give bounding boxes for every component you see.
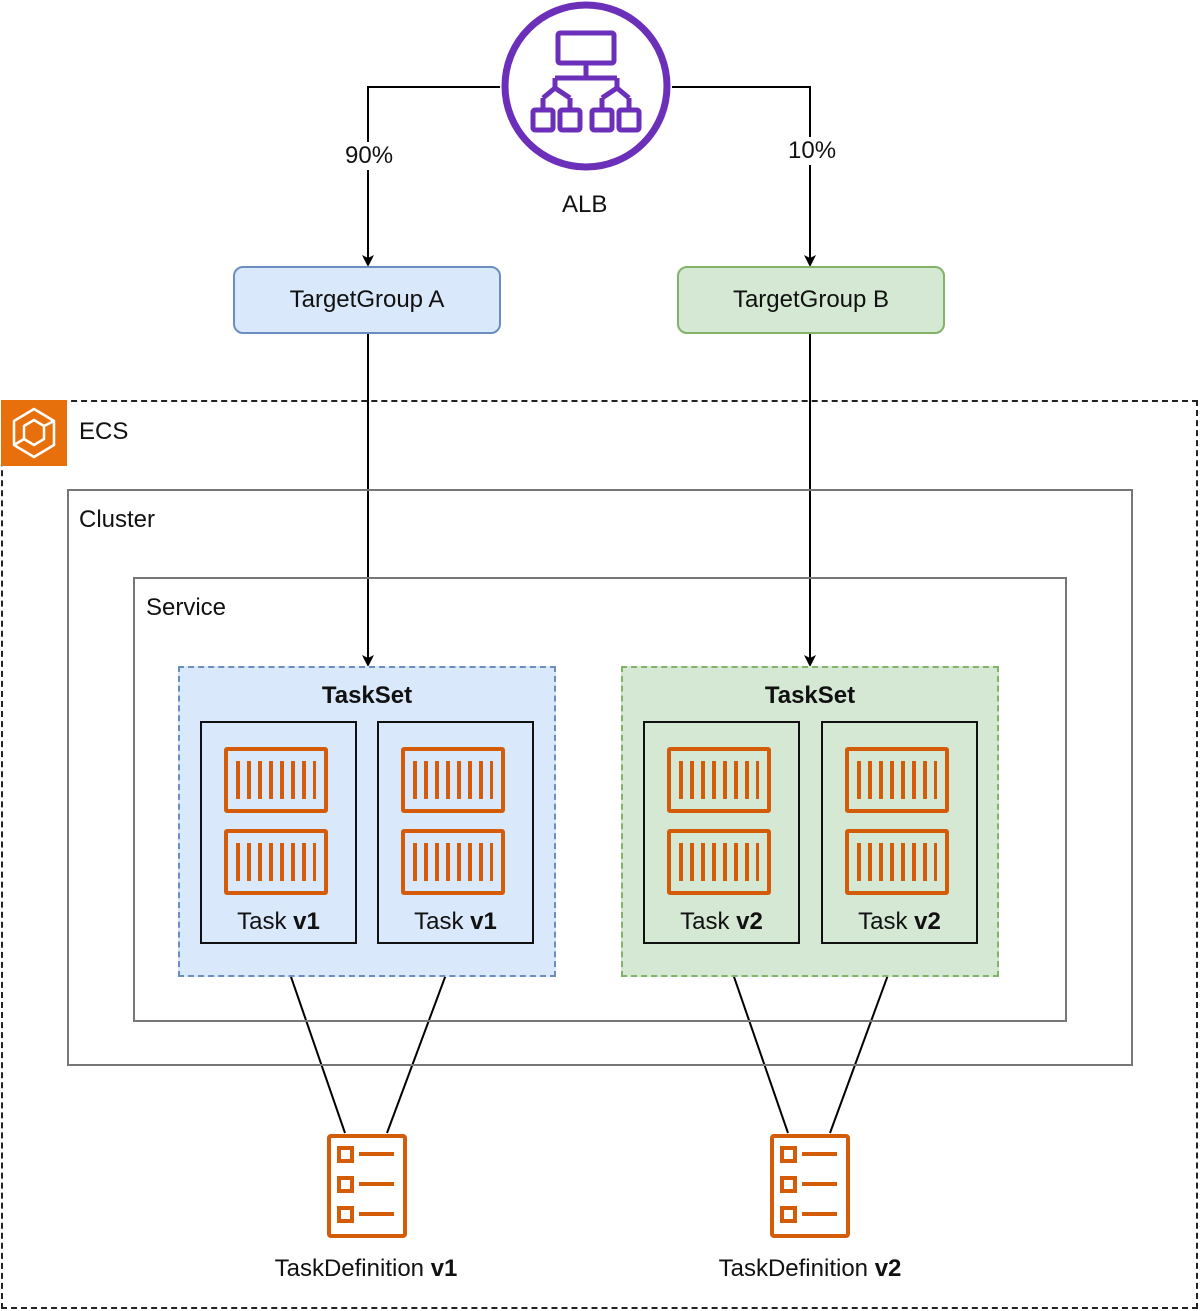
route-weight-a: 90% <box>343 142 396 170</box>
task-label: Task v2 <box>858 908 941 935</box>
container-icon <box>667 829 771 895</box>
container-icon <box>224 829 328 895</box>
container-icon <box>845 829 949 895</box>
task-v1-2[interactable]: Task v1 <box>377 721 534 944</box>
taskset-b-title: TaskSet <box>764 682 856 709</box>
container-icon <box>401 829 505 895</box>
task-v2-2[interactable]: Task v2 <box>821 721 978 944</box>
ecs-label: ECS <box>79 418 129 445</box>
taskset-a[interactable]: TaskSet <box>178 666 556 977</box>
task-definition-v1-icon <box>326 1133 408 1239</box>
task-v1-1[interactable]: Task v1 <box>200 721 357 944</box>
targetgroup-b[interactable]: TargetGroup B <box>677 266 945 334</box>
container-icon <box>224 747 328 813</box>
targetgroup-b-label: TargetGroup B <box>732 286 890 313</box>
container-icon <box>667 747 771 813</box>
task-definition-v1-label: TaskDefinition v1 <box>274 1255 458 1282</box>
alb-label: ALB <box>562 191 608 218</box>
ecs-icon <box>1 400 67 466</box>
taskset-b[interactable]: TaskSet <box>621 666 999 977</box>
task-definition-v2-icon <box>769 1133 851 1239</box>
cluster-group <box>67 489 1133 1066</box>
alb-to-targetgroup-b-edge <box>672 86 816 267</box>
cluster-label: Cluster <box>79 506 156 533</box>
targetgroup-a-label: TargetGroup A <box>289 286 445 313</box>
task-definition-v2-label: TaskDefinition v2 <box>718 1255 902 1282</box>
service-label: Service <box>146 594 227 621</box>
ecs-group <box>1 400 1198 1309</box>
container-icon <box>845 747 949 813</box>
task-label: Task v1 <box>237 908 320 935</box>
targetgroup-a[interactable]: TargetGroup A <box>233 266 501 334</box>
task-v2-1[interactable]: Task v2 <box>643 721 800 944</box>
alb-to-targetgroup-a-edge <box>362 86 500 267</box>
route-weight-b: 10% <box>786 137 839 165</box>
task-label: Task v1 <box>414 908 497 935</box>
taskset-a-title: TaskSet <box>321 682 413 709</box>
container-icon <box>401 747 505 813</box>
task-label: Task v2 <box>680 908 763 935</box>
service-group <box>133 577 1067 1022</box>
load-balancer-icon <box>500 0 672 172</box>
